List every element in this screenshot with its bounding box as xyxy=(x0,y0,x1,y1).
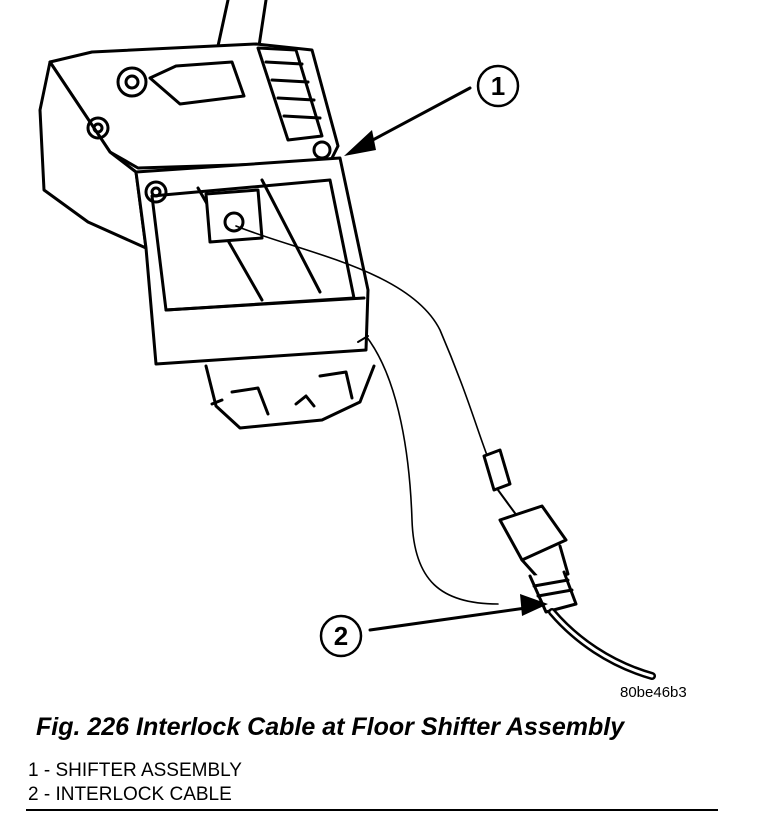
legend-item-2: 2 - INTERLOCK CABLE xyxy=(28,784,232,805)
image-code: 80be46b3 xyxy=(620,684,687,700)
callout-2-number: 2 xyxy=(334,621,348,651)
shifter-diagram: 1 2 80be46b3 xyxy=(38,0,687,700)
figure-caption: Fig. 226 Interlock Cable at Floor Shifte… xyxy=(36,713,625,741)
shifter-assembly xyxy=(38,0,376,430)
legend-item-1: 1 - SHIFTER ASSEMBLY xyxy=(28,760,242,781)
bottom-rule xyxy=(26,809,718,811)
callout-arrows xyxy=(352,86,542,632)
callout-2: 2 xyxy=(319,614,363,658)
callout-1: 1 xyxy=(476,64,520,108)
legend: 1 - SHIFTER ASSEMBLY 2 - INTERLOCK CABLE xyxy=(28,759,242,807)
callout-1-number: 1 xyxy=(491,71,505,101)
interlock-cable xyxy=(235,225,656,680)
